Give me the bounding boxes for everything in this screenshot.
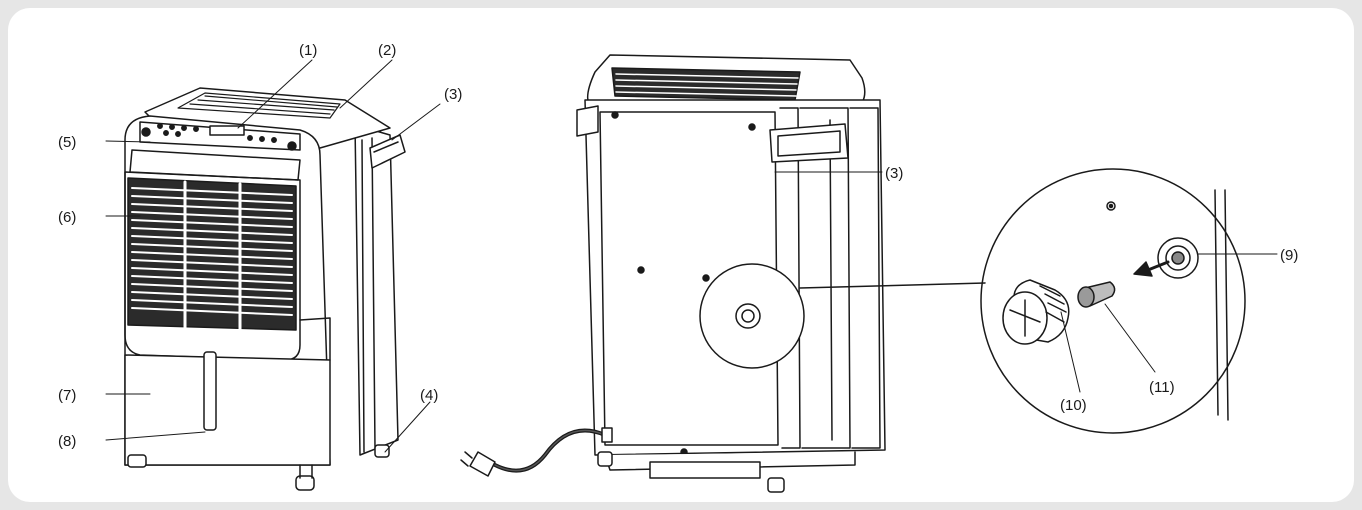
drain-plug (1077, 281, 1116, 308)
label-4: (4) (420, 387, 438, 404)
top-vent (177, 92, 341, 119)
side-handle (369, 134, 406, 169)
back-handles (576, 105, 849, 163)
power-cord (460, 427, 613, 477)
front-view-unit (124, 87, 406, 491)
label-6: (6) (58, 209, 76, 226)
label-2: (2) (378, 42, 396, 59)
label-11: (11) (1149, 379, 1175, 396)
label-3-back: (3) (885, 165, 903, 182)
back-view-unit (460, 54, 886, 493)
label-3-front: (3) (444, 86, 462, 103)
label-5: (5) (58, 134, 76, 151)
label-10: (10) (1060, 397, 1087, 414)
drain-detail-zoom (799, 168, 1246, 434)
drain-highlight-circle (699, 263, 805, 369)
label-9: (9) (1280, 247, 1298, 264)
label-1: (1) (299, 42, 317, 59)
label-8: (8) (58, 433, 76, 450)
leader-lines (105, 59, 1278, 453)
front-casters (127, 444, 390, 491)
front-grille (127, 177, 297, 332)
label-7: (7) (58, 387, 76, 404)
drain-cap (1002, 279, 1070, 345)
drain-outlet (1157, 237, 1199, 279)
control-panel (139, 121, 301, 151)
